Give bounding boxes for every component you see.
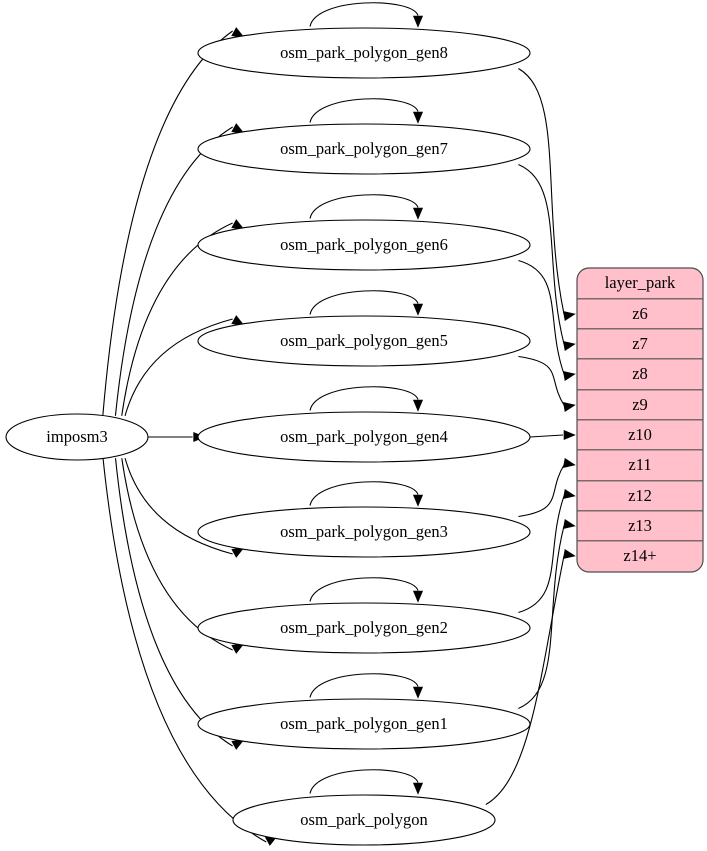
edge-arrow-gen7-z7 (562, 341, 576, 351)
record-row-z14plus[interactable]: z14+ (623, 546, 656, 565)
node-label-gen4: osm_park_polygon_gen4 (280, 427, 448, 446)
record-row-z12[interactable]: z12 (628, 486, 652, 505)
record-row-header[interactable]: layer_park (605, 273, 676, 292)
node-label-imposm3: imposm3 (46, 427, 107, 446)
record-row-z13[interactable]: z13 (628, 516, 652, 535)
edge-imposm3-to-gen3 (124, 458, 233, 555)
record-row-z9[interactable]: z9 (632, 395, 648, 414)
edge-arrow-gen6-z8 (562, 371, 576, 381)
edge-arrow-gen3-z11 (562, 458, 576, 468)
node-label-gen3: osm_park_polygon_gen3 (280, 522, 448, 541)
node-group-source: imposm3 (5, 413, 149, 461)
self-loop-gen6 (309, 194, 419, 219)
record-row-z11[interactable]: z11 (628, 455, 651, 474)
edge-arrow-gen1-z13 (562, 519, 576, 529)
self-loop-gen8 (309, 2, 419, 27)
edge-gen1-to-z13 (518, 525, 565, 710)
node-ellipse-gen6[interactable] (197, 219, 531, 271)
node-label-gen6: osm_park_polygon_gen6 (280, 235, 448, 254)
node-ellipse-gen5[interactable] (197, 315, 531, 367)
self-loop-arrow-gen7 (412, 111, 424, 124)
node-ellipse-gen7[interactable] (197, 123, 531, 175)
node-ellipse-gen1[interactable] (197, 698, 531, 750)
record-row-z10[interactable]: z10 (628, 425, 652, 444)
edge-gen7-to-z7 (518, 163, 565, 345)
edge-gen3-to-z11 (518, 464, 565, 518)
node-label-polygon: osm_park_polygon (300, 810, 427, 829)
node-ellipse-imposm3[interactable] (5, 413, 149, 461)
edge-arrow-gen4-z10 (563, 429, 576, 441)
edge-arrow-gen8-z6 (562, 311, 576, 321)
self-loop-gen2 (309, 577, 419, 602)
record-row-z7[interactable]: z7 (632, 334, 648, 353)
node-label-gen1: osm_park_polygon_gen1 (280, 714, 448, 733)
node-label-gen2: osm_park_polygon_gen2 (280, 618, 448, 637)
self-loop-arrow-polygon (412, 782, 424, 795)
edge-gen6-to-z8 (518, 259, 565, 375)
edge-arrow-gen5-z9 (562, 402, 576, 412)
node-label-gen7: osm_park_polygon_gen7 (280, 139, 448, 158)
edge-gen4-to-z10 (529, 434, 564, 438)
edge-arrow-polygon-z14plus (562, 549, 576, 559)
self-loop-arrow-gen8 (412, 15, 424, 28)
edge-imposm3-to-gen5 (124, 318, 233, 416)
record-row-z8[interactable]: z8 (632, 364, 648, 383)
self-loop-gen5 (309, 290, 419, 315)
node-ellipse-gen2[interactable] (197, 602, 531, 654)
self-loop-arrow-gen5 (412, 303, 424, 316)
edge-group-tables-to-layer (485, 68, 576, 805)
self-loop-arrow-gen2 (412, 590, 424, 603)
edge-gen2-to-z12 (518, 495, 565, 614)
self-loop-arrow-gen1 (412, 686, 424, 699)
node-group-tables: osm_park_polygon_gen8 osm_park_polygon_ge… (197, 27, 531, 846)
node-label-gen5: osm_park_polygon_gen5 (280, 331, 448, 350)
node-ellipse-gen4[interactable] (197, 411, 531, 463)
record-node-layer-park: layer_park z6 z7 z8 z9 z10 z11 z12 z13 z14+ (576, 267, 704, 573)
node-ellipse-gen3[interactable] (197, 506, 531, 558)
self-loop-gen3 (309, 481, 419, 506)
self-loop-gen1 (309, 673, 419, 698)
edge-group-self-loops (309, 2, 424, 795)
node-ellipse-gen8[interactable] (197, 27, 531, 79)
edge-arrow-gen2-z12 (562, 489, 576, 499)
edge-polygon-to-z14plus (485, 555, 565, 805)
self-loop-gen7 (309, 98, 419, 123)
node-ellipse-polygon[interactable] (232, 794, 496, 846)
self-loop-gen4 (309, 386, 419, 411)
self-loop-polygon (309, 769, 419, 794)
self-loop-arrow-gen6 (412, 207, 424, 220)
self-loop-arrow-gen3 (412, 494, 424, 507)
edge-gen5-to-z9 (518, 355, 565, 406)
node-label-gen8: osm_park_polygon_gen8 (280, 43, 448, 62)
edge-gen8-to-z6 (518, 68, 565, 315)
self-loop-arrow-gen4 (412, 399, 424, 412)
edge-imposm3-to-polygon (102, 458, 267, 843)
record-row-z6[interactable]: z6 (632, 304, 648, 323)
